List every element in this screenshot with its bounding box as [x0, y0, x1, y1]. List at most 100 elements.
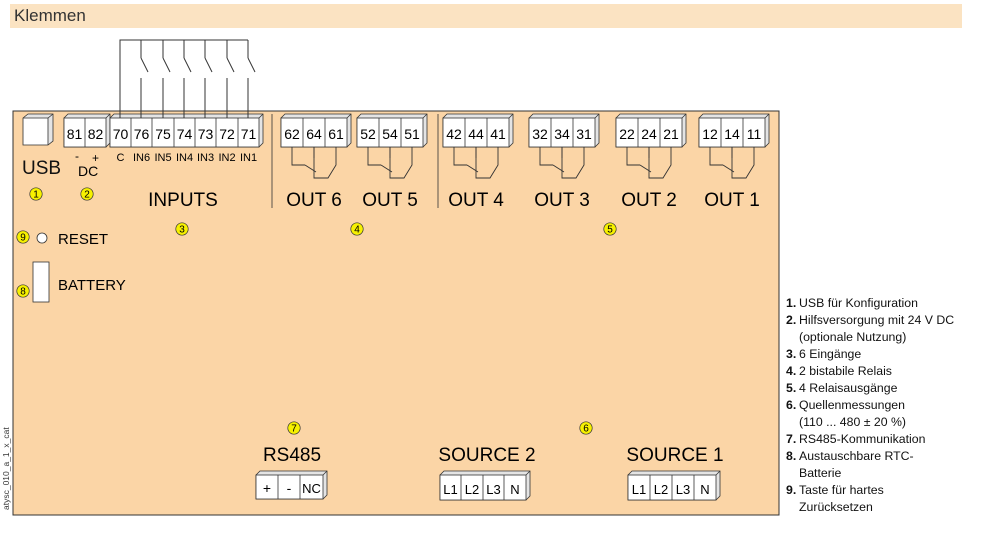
out5-terminal-54: 54: [382, 126, 398, 142]
legend-number: 3.: [786, 347, 797, 361]
legend-item: 4.2 bistabile Relais: [786, 363, 986, 380]
marker-number-6: 6: [583, 424, 589, 435]
input-label-in4: IN4: [176, 152, 193, 164]
legend-number: 2.: [786, 313, 797, 327]
out3-terminal-31: 31: [576, 126, 592, 142]
input-terminal-76: 76: [134, 126, 150, 142]
legend-item: 5.4 Relaisausgänge: [786, 380, 986, 397]
legend-item: 7.RS485-Kommunikation: [786, 431, 986, 448]
reset-button[interactable]: [36, 232, 48, 244]
battery-slot: [32, 261, 50, 303]
out6-terminal-61: 61: [328, 126, 344, 142]
rs485-terminal-plus: +: [263, 480, 271, 496]
out6-terminal-62: 62: [284, 126, 300, 142]
out1-terminal-11: 11: [747, 126, 762, 142]
input-label-in6: IN6: [133, 152, 150, 164]
usb-label: USB: [22, 158, 61, 179]
marker-1: [29, 187, 43, 201]
dc-terminal-82: 82: [88, 126, 104, 142]
out5-terminal-52: 52: [360, 126, 376, 142]
source1-terminal-l1: L1: [632, 482, 646, 497]
source2-terminal-n: N: [510, 482, 519, 497]
legend-number: 4.: [786, 364, 797, 378]
legend-text: Austauschbare RTC- Batterie: [799, 449, 914, 480]
legend-text: Quellenmessungen (110 ... 480 ± 20 %): [799, 398, 907, 429]
input-label-in2: IN2: [218, 152, 235, 164]
out2-terminal-24: 24: [641, 126, 657, 142]
marker-number-3: 3: [179, 225, 185, 236]
header-bar: [10, 4, 962, 28]
out6-relay-contact: [291, 147, 337, 179]
out4-terminal-42: 42: [446, 126, 462, 142]
input-terminal-75: 75: [155, 126, 171, 142]
source2-terminal-l1: L1: [443, 482, 457, 497]
marker-number-7: 7: [291, 424, 297, 435]
out6-terminal-64: 64: [306, 126, 322, 142]
legend-number: 8.: [786, 449, 797, 463]
marker-4: [350, 222, 364, 236]
marker-6: [579, 421, 593, 435]
out2-terminal-22: 22: [619, 126, 635, 142]
marker-number-4: 4: [354, 225, 360, 236]
input-label-in1: IN1: [240, 152, 257, 164]
inputs-label: INPUTS: [148, 190, 218, 211]
out4-terminal-44: 44: [468, 126, 484, 142]
out6-terminal-block: [280, 113, 352, 148]
legend-number: 5.: [786, 381, 797, 395]
out3-terminal-block: [528, 113, 600, 148]
legend-item: 1.USB für Konfiguration: [786, 295, 986, 312]
rs485-terminal-minus: -: [287, 480, 292, 496]
dc-label: DC: [78, 163, 98, 179]
out5-terminal-51: 51: [404, 126, 420, 142]
source1-label: SOURCE 1: [626, 445, 723, 466]
input-terminal-70: 70: [113, 126, 129, 142]
input-terminal-72: 72: [219, 126, 235, 142]
out2-terminal-block: [615, 113, 687, 148]
out5-relay-contact: [367, 147, 413, 179]
out3-label: OUT 3: [534, 190, 590, 211]
marker-3: [175, 222, 189, 236]
legend-number: 7.: [786, 432, 797, 446]
out5-label: OUT 5: [362, 190, 418, 211]
input-label-in5: IN5: [154, 152, 171, 164]
page-title: Klemmen: [14, 6, 86, 25]
out1-label: OUT 1: [704, 190, 760, 211]
out2-relay-contact: [626, 147, 672, 179]
legend-item: 9.Taste für hartes Zurücksetzen: [786, 482, 986, 516]
out3-terminal-32: 32: [532, 126, 548, 142]
marker-9: [16, 230, 30, 244]
out1-relay-contact: [709, 147, 755, 179]
marker-2: [80, 187, 94, 201]
legend-text: 6 Eingänge: [799, 347, 862, 361]
out3-terminal-34: 34: [554, 126, 570, 142]
marker-number-2: 2: [84, 190, 90, 201]
out4-label: OUT 4: [448, 190, 504, 211]
legend-text: 4 Relaisausgänge: [799, 381, 898, 395]
rs485-label: RS485: [263, 445, 321, 466]
source2-terminal-block: [439, 470, 531, 501]
legend-text: Taste für hartes Zurücksetzen: [799, 483, 884, 514]
legend-text: USB für Konfiguration: [799, 296, 918, 310]
legend-number: 6.: [786, 398, 797, 412]
input-label-in3: IN3: [197, 152, 214, 164]
out1-terminal-block: [698, 113, 770, 148]
legend-text: 2 bistabile Relais: [799, 364, 892, 378]
dc-plus-sign: +: [92, 151, 99, 165]
marker-number-5: 5: [607, 225, 613, 236]
out3-relay-contact: [539, 147, 585, 179]
out4-terminal-block: [442, 113, 514, 148]
input-terminal-74: 74: [177, 126, 193, 142]
out1-terminal-14: 14: [724, 126, 740, 142]
marker-number-1: 1: [33, 190, 39, 201]
marker-number-9: 9: [20, 233, 26, 244]
marker-number-8: 8: [20, 287, 26, 298]
source2-terminal-l2: L2: [465, 482, 479, 497]
legend-item: 2.Hilfsversorgung mit 24 V DC (optionale…: [786, 312, 986, 346]
out4-terminal-41: 41: [490, 126, 506, 142]
legend-text: RS485-Kommunikation: [799, 432, 926, 446]
legend-number: 9.: [786, 483, 797, 497]
source1-terminal-n: N: [700, 482, 709, 497]
out2-label: OUT 2: [621, 190, 677, 211]
